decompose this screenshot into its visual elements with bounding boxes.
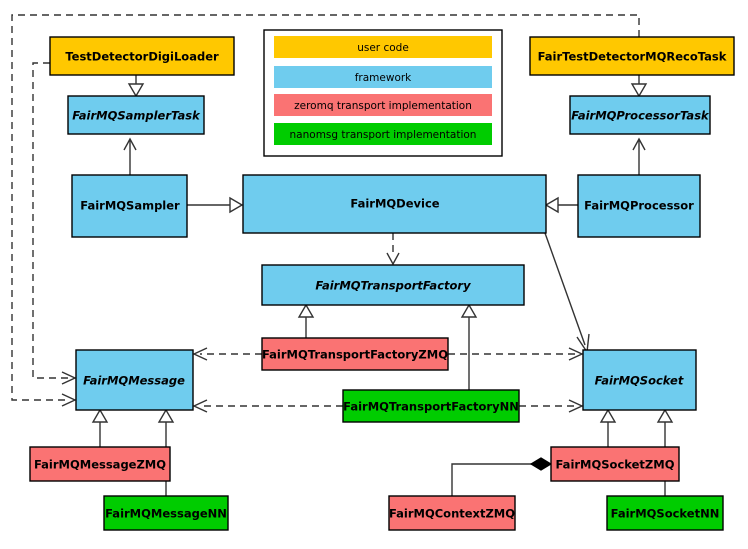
class-label: FairMQSocketNN [611,507,720,521]
class-box[interactable] [550,446,680,482]
class-node-fairmqprocessor[interactable]: FairMQProcessor [577,174,701,238]
edge-digiloader-message [32,62,77,385]
class-node-fairmqsocketnn[interactable]: FairMQSocketNN [606,495,724,531]
edge-factoryzmq-socket [448,347,584,361]
class-node-fairmqmessagenn[interactable]: FairMQMessageNN [103,495,229,531]
class-label: FairMQSampler [80,199,180,213]
class-node-testdetectordigiloader[interactable]: TestDetectorDigiLoader [49,36,235,76]
class-box[interactable] [529,36,735,76]
class-label: FairMQTransportFactoryZMQ [262,348,448,362]
class-node-fairmqcontextzmq[interactable]: FairMQContextZMQ [388,495,516,531]
class-box[interactable] [577,174,701,238]
class-box[interactable] [388,495,516,531]
class-node-fairmqsocket[interactable]: FairMQSocket [582,349,697,411]
edge-factorynn-socket [519,399,584,413]
class-label: FairMQTransportFactory [315,279,471,293]
legend-item-user-code: user code [274,36,492,58]
edge-processor-processortask [632,137,646,175]
edge-factoryzmq-transportfactory [297,303,315,338]
edge-sampler-device [187,196,244,214]
class-label: FairMQTransportFactoryNN [343,400,519,414]
class-node-fairmqsocketzmq[interactable]: FairMQSocketZMQ [550,446,680,482]
class-label: FairMQContextZMQ [389,507,515,521]
edge-factoryzmq-message [192,347,262,361]
class-label: FairTestDetectorMQRecoTask [538,50,727,64]
edge-socketzmq-socket [599,408,617,447]
edge-factorynn-transportfactory [460,303,478,390]
class-box[interactable] [29,446,171,482]
class-label: FairMQMessage [83,374,185,388]
class-label: FairMQProcessor [584,199,694,213]
legend-item-framework: framework [274,66,492,88]
class-label: FairMQMessageNN [105,507,227,521]
class-label: FairMQSamplerTask [72,109,201,123]
legend-item-nanomsg: nanomsg transport implementation [274,123,492,145]
edge-digiloader-samplertask [127,75,145,98]
class-node-fairmqmessage[interactable]: FairMQMessage [75,349,194,411]
class-node-fairmqprocessortask[interactable]: FairMQProcessorTask [569,95,711,135]
edge-messagezmq-message [91,408,109,447]
class-box[interactable] [71,174,188,238]
class-box[interactable] [242,174,547,234]
legend-swatch-framework [274,66,492,88]
edge-factorynn-message [192,399,343,413]
legend-label-nanomsg: nanomsg transport implementation [290,129,477,141]
class-box[interactable] [49,36,235,76]
class-node-fairmqtransportfactoryzmq[interactable]: FairMQTransportFactoryZMQ [261,337,449,371]
legend-swatch-nanomsg [274,123,492,145]
legend-item-zeromq: zeromq transport implementation [274,94,492,116]
edge-socketzmq-contextzmq [451,457,553,496]
edge-device-transportfactory [386,233,400,266]
legend-label-zeromq: zeromq transport implementation [294,100,472,112]
class-label: TestDetectorDigiLoader [65,50,219,64]
class-node-fairtestdetectormqrecotask[interactable]: FairTestDetectorMQRecoTask [529,36,735,76]
class-box[interactable] [261,337,449,371]
legend-swatch-zeromq [274,94,492,116]
class-node-fairmqdevice[interactable]: FairMQDevice [242,174,547,234]
edge-recotask-message [11,14,640,407]
class-node-fairmqmessagezmq[interactable]: FairMQMessageZMQ [29,446,171,482]
edge-layer [11,14,674,496]
class-box[interactable] [582,349,697,411]
class-box[interactable] [75,349,194,411]
class-label: FairMQMessageZMQ [34,458,166,472]
class-label: FairMQDevice [350,197,439,211]
class-box[interactable] [103,495,229,531]
class-node-fairmqtransportfactorynn[interactable]: FairMQTransportFactoryNN [342,389,520,423]
class-box[interactable] [67,95,205,135]
class-node-fairmqsampler[interactable]: FairMQSampler [71,174,188,238]
node-layer: TestDetectorDigiLoader FairTestDetectorM… [29,36,735,531]
class-box[interactable] [606,495,724,531]
legend-label-user-code: user code [357,42,409,54]
class-label: FairMQSocketZMQ [556,458,675,472]
class-label: FairMQProcessorTask [571,109,710,123]
class-box[interactable] [342,389,520,423]
edge-device-socket [544,232,590,354]
class-node-fairmqsamplertask[interactable]: FairMQSamplerTask [67,95,205,135]
legend: user code framework zeromq transport imp… [263,29,503,157]
class-box[interactable] [569,95,711,135]
edge-processor-device [544,196,578,214]
edge-recotask-processortask [630,75,648,98]
class-node-fairmqtransportfactory[interactable]: FairMQTransportFactory [261,264,525,306]
legend-label-framework: framework [355,72,412,84]
edge-sampler-samplertask [123,137,137,175]
class-label: FairMQSocket [595,374,684,388]
legend-swatch-user-code [274,36,492,58]
class-box[interactable] [261,264,525,306]
